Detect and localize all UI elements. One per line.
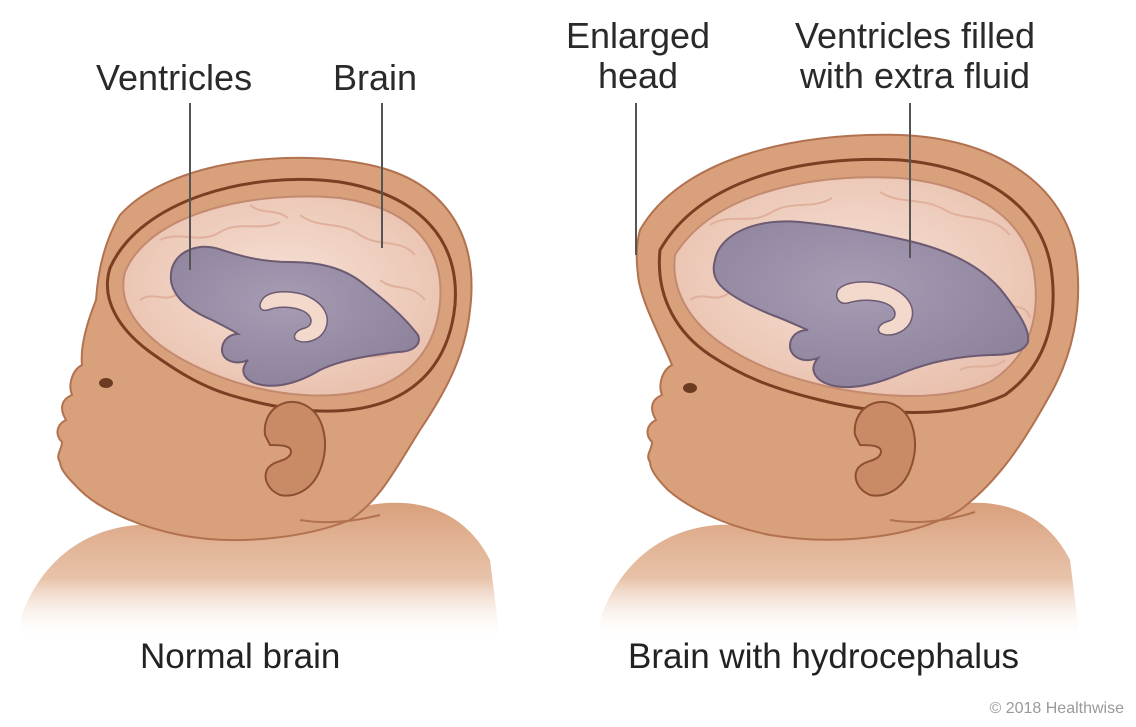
label-ventricles-filled: Ventricles filled with extra fluid — [760, 16, 1070, 96]
label-enlarged-head-line1: Enlarged — [548, 16, 728, 56]
copyright-notice: © 2018 Healthwise — [989, 700, 1124, 718]
normal-brain-figure — [20, 158, 500, 640]
label-brain: Brain — [333, 58, 417, 98]
hydrocephalus-figure — [600, 135, 1080, 640]
label-ventricles-filled-line1: Ventricles filled — [760, 16, 1070, 56]
caption-normal-brain: Normal brain — [140, 637, 340, 677]
caption-hydrocephalus: Brain with hydrocephalus — [628, 637, 1019, 677]
label-enlarged-head-line2: head — [548, 56, 728, 96]
hydro-eye — [683, 383, 697, 393]
label-ventricles: Ventricles — [96, 58, 252, 98]
normal-eye — [99, 378, 113, 388]
label-enlarged-head: Enlarged head — [548, 16, 728, 96]
label-ventricles-filled-line2: with extra fluid — [760, 56, 1070, 96]
